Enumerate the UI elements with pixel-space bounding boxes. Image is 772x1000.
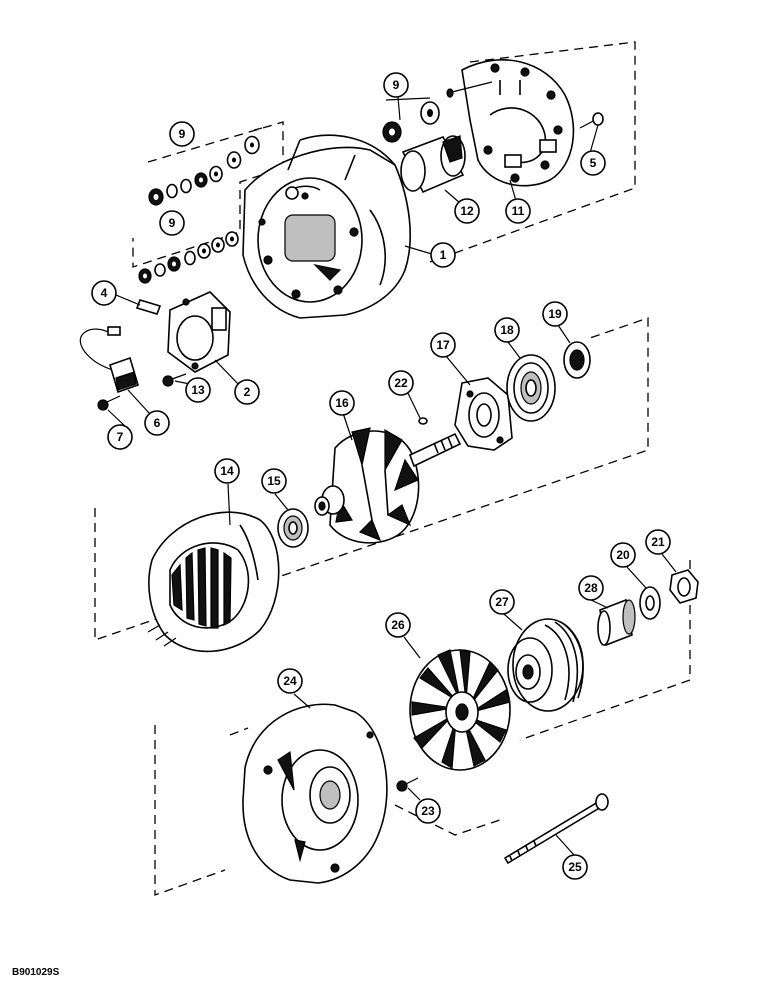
washer-set-lower (138, 231, 239, 284)
callout-13-label: 13 (191, 383, 205, 397)
screw-5 (579, 112, 604, 129)
rotor (314, 427, 462, 544)
callout-26: 26 (385, 612, 411, 638)
key-22 (418, 417, 428, 425)
callout-12: 12 (454, 198, 480, 224)
callout-15-label: 15 (267, 474, 281, 488)
callout-6-label: 6 (154, 416, 161, 430)
through-bolt (503, 793, 609, 865)
callout-28: 28 (578, 575, 604, 601)
callout-9-upper-set-label: 9 (179, 127, 186, 141)
callout-17: 17 (430, 332, 456, 358)
callout-9-lower-set: 9 (159, 210, 185, 236)
callout-15: 15 (261, 468, 287, 494)
callout-9-top-label: 9 (393, 78, 400, 92)
callout-19-label: 19 (548, 307, 562, 321)
callout-22-label: 22 (394, 376, 408, 390)
callout-23: 23 (415, 798, 441, 824)
callout-18-label: 18 (500, 323, 514, 337)
fan (409, 649, 511, 771)
callout-9-top: 9 (383, 72, 409, 98)
callout-7: 7 (107, 424, 133, 450)
callout-14-label: 14 (220, 464, 234, 478)
callout-1: 1 (430, 242, 456, 268)
callout-9-lower-set-label: 9 (169, 216, 176, 230)
rectifier-assembly (446, 59, 575, 187)
callout-20-label: 20 (616, 548, 630, 562)
callout-14: 14 (214, 458, 240, 484)
callout-16-label: 16 (335, 396, 349, 410)
callout-25: 25 (562, 854, 588, 880)
rear-housing (242, 134, 411, 319)
pulley (507, 618, 584, 712)
seal-19 (563, 341, 591, 379)
callout-2: 2 (234, 379, 260, 405)
callout-26-label: 26 (391, 618, 405, 632)
callout-16: 16 (329, 390, 355, 416)
callout-22: 22 (388, 370, 414, 396)
callout-4: 4 (91, 280, 117, 306)
callout-21-label: 21 (651, 535, 665, 549)
callout-20: 20 (610, 542, 636, 568)
brush (135, 299, 162, 315)
callout-2-label: 2 (244, 385, 251, 399)
callout-11-label: 11 (512, 204, 525, 218)
brush-holder (167, 291, 231, 373)
callout-12-label: 12 (460, 204, 474, 218)
callout-1-label: 1 (440, 248, 447, 262)
callout-7-label: 7 (117, 430, 124, 444)
callout-27-label: 27 (495, 595, 509, 609)
washer-set-upper (148, 127, 263, 206)
spacer-28 (597, 598, 636, 647)
front-housing (242, 703, 388, 884)
callout-27: 27 (489, 589, 515, 615)
callout-11: 11 (505, 198, 531, 224)
callout-18: 18 (494, 317, 520, 343)
screw-7 (97, 395, 121, 411)
nut-21 (669, 569, 699, 604)
callout-6: 6 (144, 410, 170, 436)
callout-5: 5 (580, 150, 606, 176)
callout-19: 19 (542, 301, 568, 327)
screw-23 (396, 777, 419, 792)
callout-25-label: 25 (568, 860, 582, 874)
capacitor (79, 326, 139, 394)
bearing-15 (277, 508, 309, 548)
bearing-sleeve (400, 135, 466, 194)
callout-21: 21 (645, 529, 671, 555)
bearing-retainer (454, 377, 513, 451)
bearing-18 (506, 354, 556, 422)
callout-17-label: 17 (436, 338, 450, 352)
screw-13 (162, 373, 187, 387)
nuts-top (382, 101, 440, 143)
callout-13: 13 (185, 377, 211, 403)
callout-23-label: 23 (421, 804, 435, 818)
callout-9-upper-set: 9 (169, 121, 195, 147)
lock-washer-20 (639, 586, 661, 620)
figure-code: B901029S (12, 967, 60, 978)
callout-5-label: 5 (590, 156, 597, 170)
group-boundaries (94, 41, 691, 896)
callout-4-label: 4 (101, 286, 108, 300)
callout-24: 24 (277, 668, 303, 694)
callout-24-label: 24 (283, 674, 297, 688)
stator (147, 511, 280, 653)
callout-28-label: 28 (584, 581, 598, 595)
